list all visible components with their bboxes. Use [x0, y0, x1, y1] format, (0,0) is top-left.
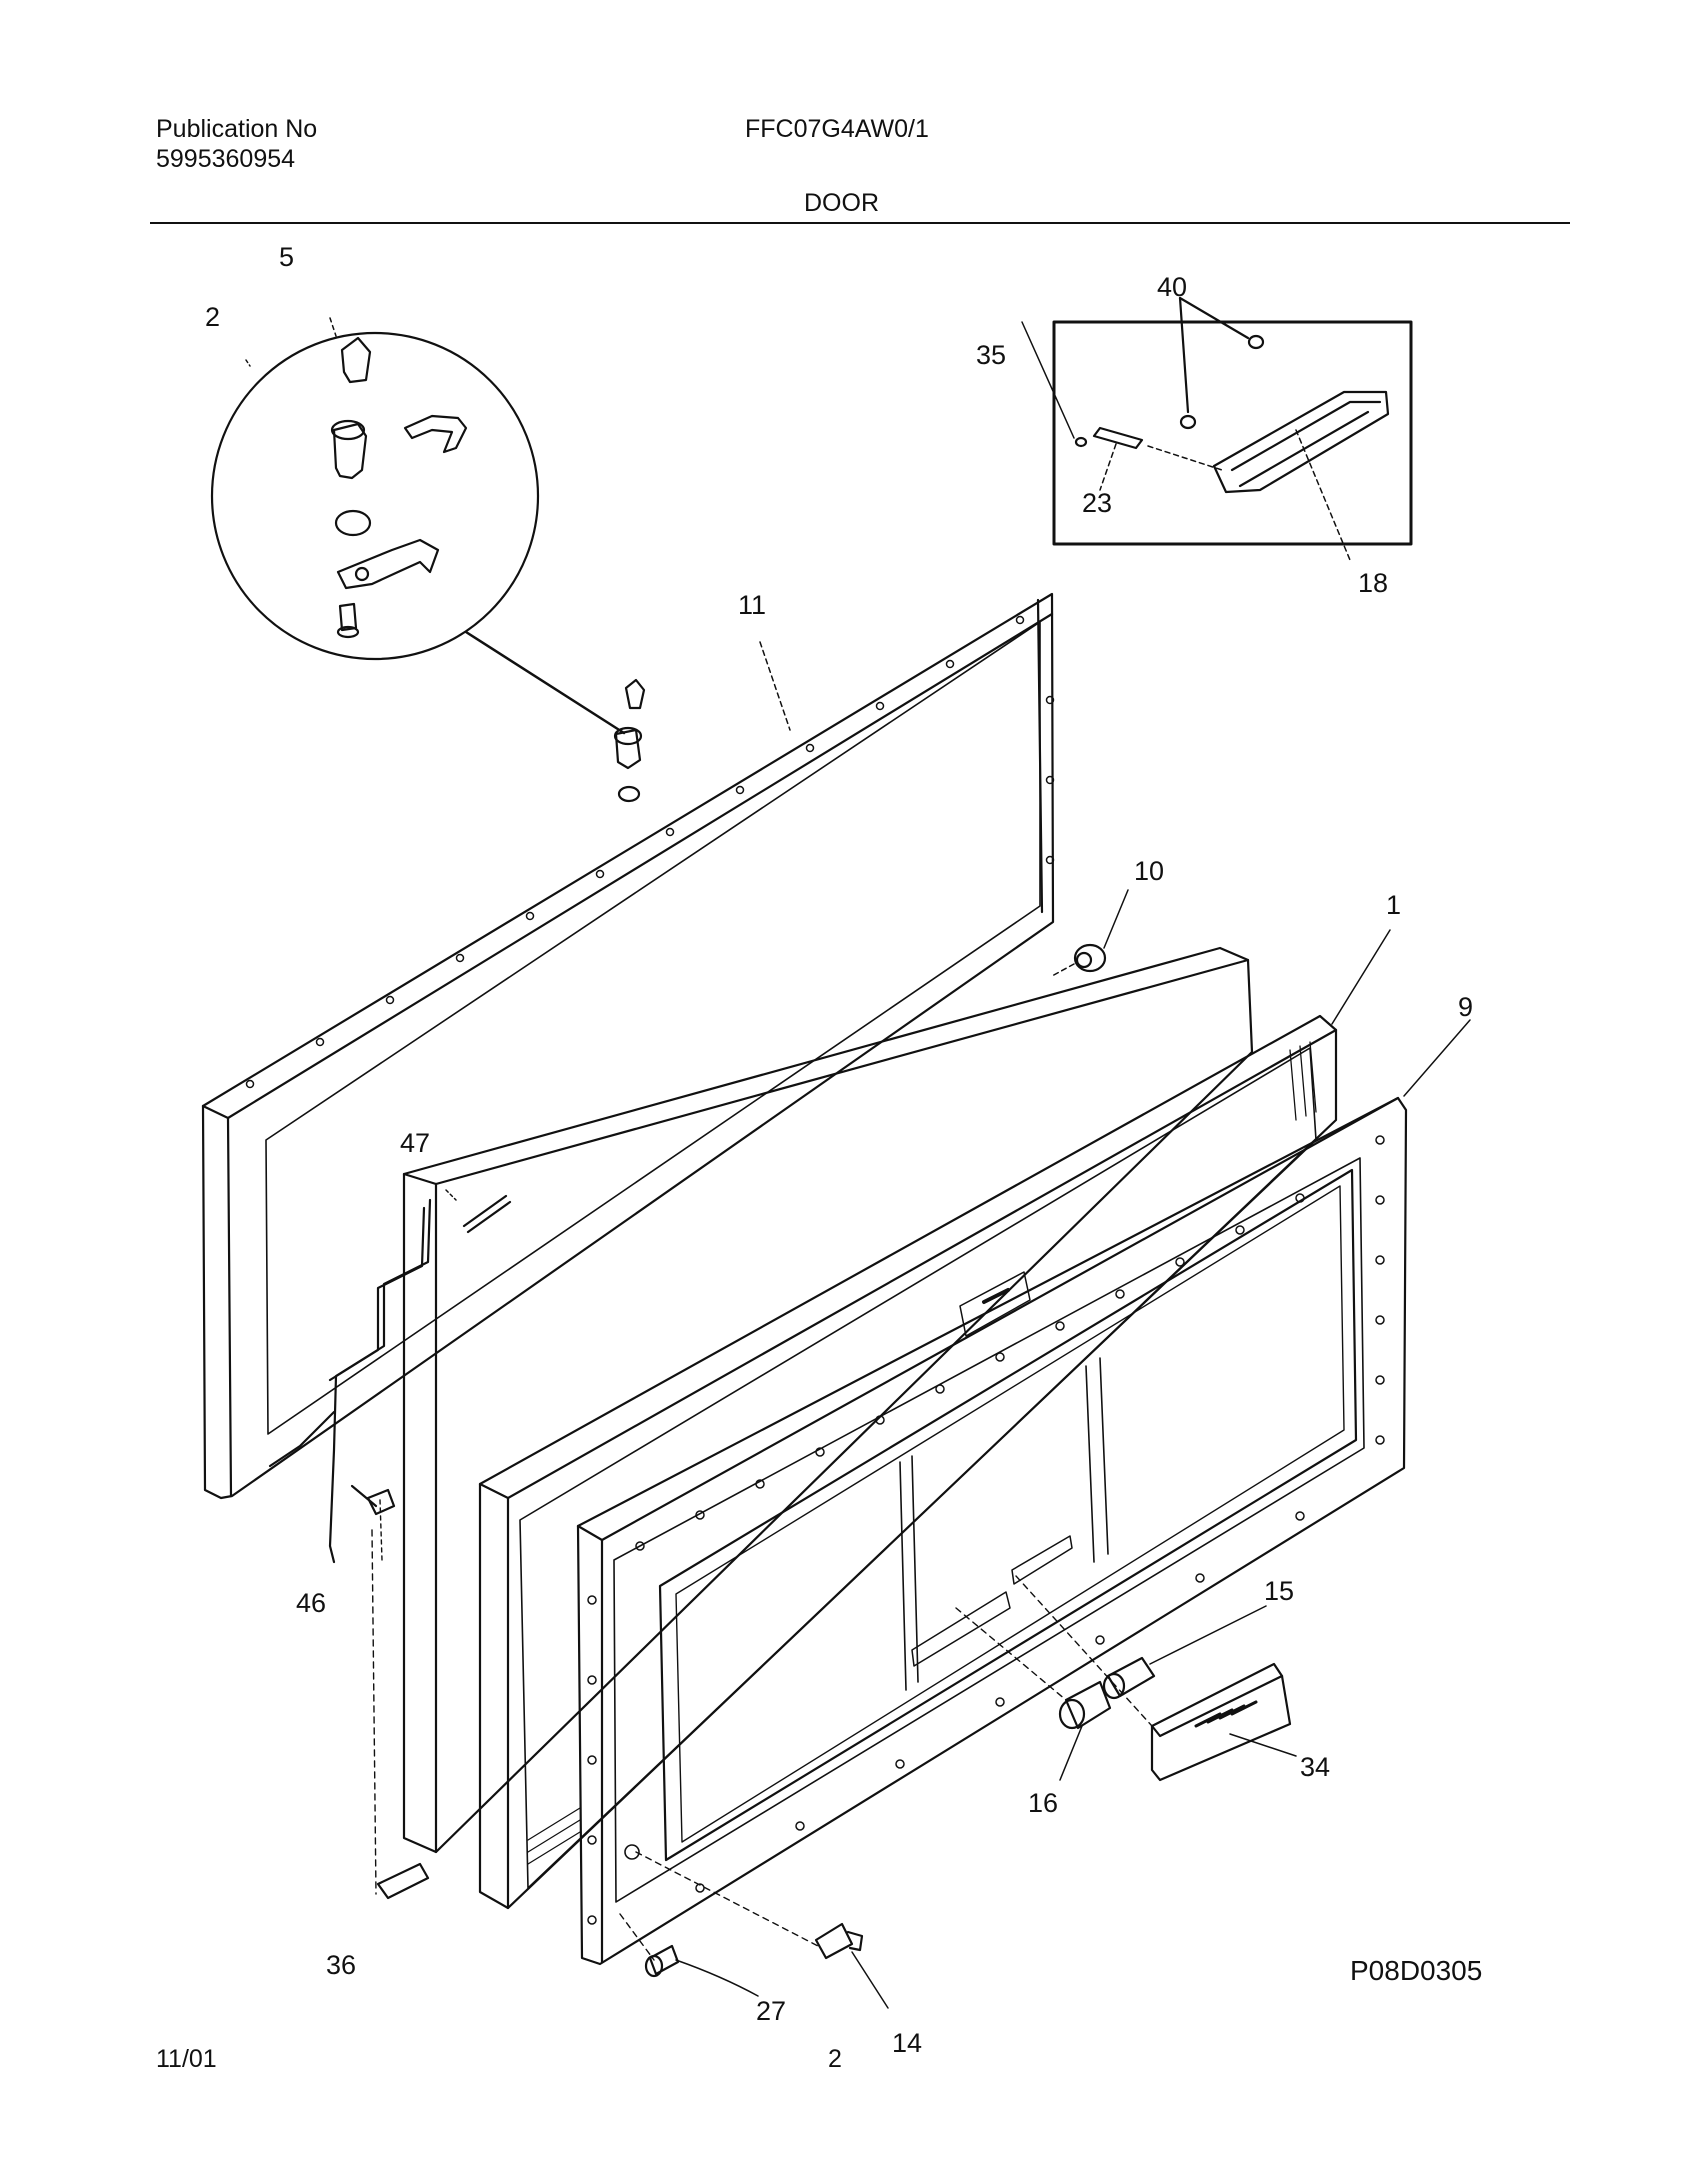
- heater-wire: [268, 1189, 512, 1564]
- drawing-code: P08D0305: [1350, 1955, 1482, 1986]
- washer: [1247, 334, 1265, 350]
- publication-number: 5995360954: [156, 145, 296, 173]
- foam-insulation: [402, 946, 1254, 1854]
- callout-18: 18: [1358, 568, 1388, 598]
- callout-9: 9: [1458, 992, 1473, 1022]
- lock-detail-circle: [210, 331, 540, 661]
- callout-34: 34: [1300, 1752, 1330, 1782]
- header-rule: [150, 222, 1570, 224]
- callout-10: 10: [1134, 856, 1164, 886]
- callout-16: 16: [1028, 1788, 1058, 1818]
- door-handle: [1212, 390, 1390, 494]
- callout-1: 1: [1386, 890, 1401, 920]
- key-part: [340, 336, 372, 384]
- lock-cylinder: [332, 422, 368, 480]
- section-title: DOOR: [804, 189, 879, 217]
- callout-15: 15: [1264, 1576, 1294, 1606]
- footer-date: 11/01: [156, 2045, 217, 2073]
- o-ring: [334, 509, 372, 537]
- panel-holes: [245, 615, 1055, 1089]
- lock-detail-view: [210, 317, 626, 735]
- handle-detail-box: [1021, 296, 1413, 561]
- callout-36: 36: [326, 1950, 356, 1980]
- cam-hole: [354, 566, 370, 582]
- inner-liner: [576, 1096, 1408, 1966]
- screw-14: [624, 1844, 889, 2009]
- lock-cylinder-top: [330, 419, 366, 441]
- detail-leader: [464, 630, 626, 735]
- fitting-15: [1102, 1605, 1267, 1700]
- washer: [1179, 414, 1197, 430]
- page-number: 2: [828, 2045, 842, 2073]
- model-number: FFC07G4AW0/1: [745, 115, 929, 143]
- callout-5: 5: [279, 242, 294, 272]
- callout-46: 46: [296, 1588, 326, 1618]
- publication-label: Publication No: [156, 115, 318, 143]
- outer-door-panel: [201, 592, 1055, 1500]
- callout-47: 47: [400, 1128, 430, 1158]
- screw-27: [619, 1913, 759, 1997]
- callout-23: 23: [1082, 488, 1112, 518]
- callout-2: 2: [205, 302, 220, 332]
- callout-11: 11: [738, 590, 766, 620]
- callout-40: 40: [1157, 272, 1187, 302]
- callout-14: 14: [892, 2028, 922, 2058]
- callout-35: 35: [976, 340, 1006, 370]
- screw-and-clip: [350, 1484, 430, 1900]
- control-cover-34: [1015, 1575, 1297, 1782]
- retainer-clip: [403, 414, 468, 454]
- handle-pin: [1092, 426, 1144, 450]
- bumper: [1051, 889, 1129, 977]
- callout-27: 27: [756, 1996, 786, 2026]
- lock-cam: [336, 538, 440, 590]
- lock-assembly-on-door: [613, 678, 646, 803]
- cam-screw-head: [336, 625, 360, 639]
- knob-16: [955, 1607, 1112, 1781]
